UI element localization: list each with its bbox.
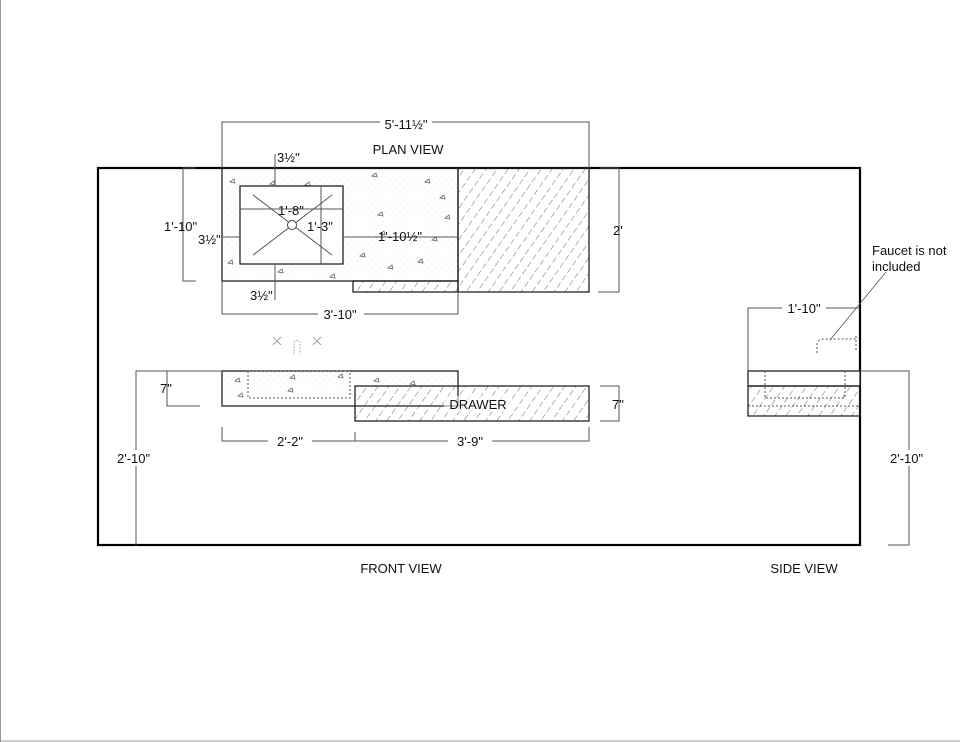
faucet-note-line2: included <box>872 259 920 274</box>
faucet-handles-icon <box>272 336 322 354</box>
dim-height-right: 2'-10" <box>890 451 924 466</box>
dim-height-left: 2'-10" <box>117 451 151 466</box>
faucet-icon <box>816 336 858 353</box>
dim-left-width: 2'-2" <box>277 434 303 449</box>
dim-top-thickness: 7" <box>160 381 172 396</box>
drawer-side <box>747 385 861 417</box>
sink-hidden-outline <box>247 370 351 399</box>
plan-view-title: PLAN VIEW <box>373 142 445 157</box>
dim-sink-left-offset: 3½" <box>198 232 221 247</box>
dim-top-width: 3'-10" <box>323 307 357 322</box>
drawer-label: DRAWER <box>449 397 506 412</box>
drain-icon <box>287 220 297 230</box>
note-leader-line <box>829 271 887 341</box>
side-view: 1'-10" 2'-10" Faucet is not included SID… <box>747 243 947 576</box>
dim-overall-width: 5'-11½" <box>385 117 428 132</box>
drawer-strip-plan <box>352 280 459 293</box>
aggregate-marks <box>234 373 416 398</box>
front-view-title: FRONT VIEW <box>360 561 442 576</box>
dim-sink-bottom-offset: 3½" <box>250 288 273 303</box>
dim-depth-right: 2' <box>613 223 623 238</box>
plan-view: 5'-11½" PLAN VIEW 3½" 1'-10" 3½" 1'-8" 1… <box>164 114 623 354</box>
dim-side-depth: 1'-10" <box>787 301 821 316</box>
dim-drawer-thickness: 7" <box>612 397 624 412</box>
dim-sink-right-offset: 1'-10½" <box>378 229 422 244</box>
dim-sink-top-offset: 3½" <box>277 150 300 165</box>
dim-depth-left: 1'-10" <box>164 219 198 234</box>
faucet-note-line1: Faucet is not <box>872 243 947 258</box>
drawer-plan <box>457 167 590 293</box>
side-view-title: SIDE VIEW <box>770 561 838 576</box>
dim-sink-depth: 1'-3" <box>307 219 333 234</box>
dim-sink-width: 1'-8" <box>278 203 304 218</box>
front-view: DRAWER 7" 2'-10" 7" 2'-2" 3'-9" FRONT VI… <box>117 370 624 576</box>
dim-drawer-width: 3'-9" <box>457 434 483 449</box>
